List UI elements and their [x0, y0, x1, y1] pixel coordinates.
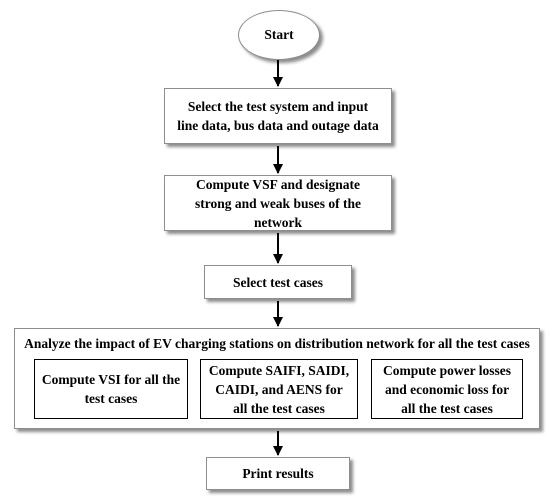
step-select-test-system: Select the test system and input line da…: [164, 88, 392, 144]
step-compute-vsf-text: Compute VSF and designate strong and wea…: [195, 176, 361, 230]
step-compute-vsf: Compute VSF and designate strong and wea…: [164, 175, 392, 231]
step-analyze-impact-title: Analyze the impact of EV charging statio…: [24, 336, 530, 351]
sub-compute-reliability-indices-text: Compute SAIFI, SAIDI, CAIDI, and AENS fo…: [208, 362, 350, 416]
sub-compute-reliability-indices: Compute SAIFI, SAIDI, CAIDI, and AENS fo…: [200, 359, 358, 419]
start-label: Start: [264, 27, 294, 42]
sub-compute-power-losses: Compute power losses and economic loss f…: [371, 359, 523, 419]
sub-compute-vsi: Compute VSI for all the test cases: [34, 359, 188, 419]
step-select-test-system-text: Select the test system and input line da…: [177, 99, 379, 133]
step-print-results: Print results: [206, 457, 350, 490]
sub-compute-vsi-text: Compute VSI for all the test cases: [41, 372, 181, 406]
step-select-test-cases-text: Select test cases: [233, 274, 323, 290]
step-select-test-cases: Select test cases: [204, 265, 352, 299]
step-print-results-text: Print results: [242, 466, 314, 481]
step-analyze-impact: Analyze the impact of EV charging statio…: [14, 328, 540, 429]
start-node: Start: [238, 10, 320, 60]
sub-compute-power-losses-text: Compute power losses and economic loss f…: [383, 362, 511, 416]
